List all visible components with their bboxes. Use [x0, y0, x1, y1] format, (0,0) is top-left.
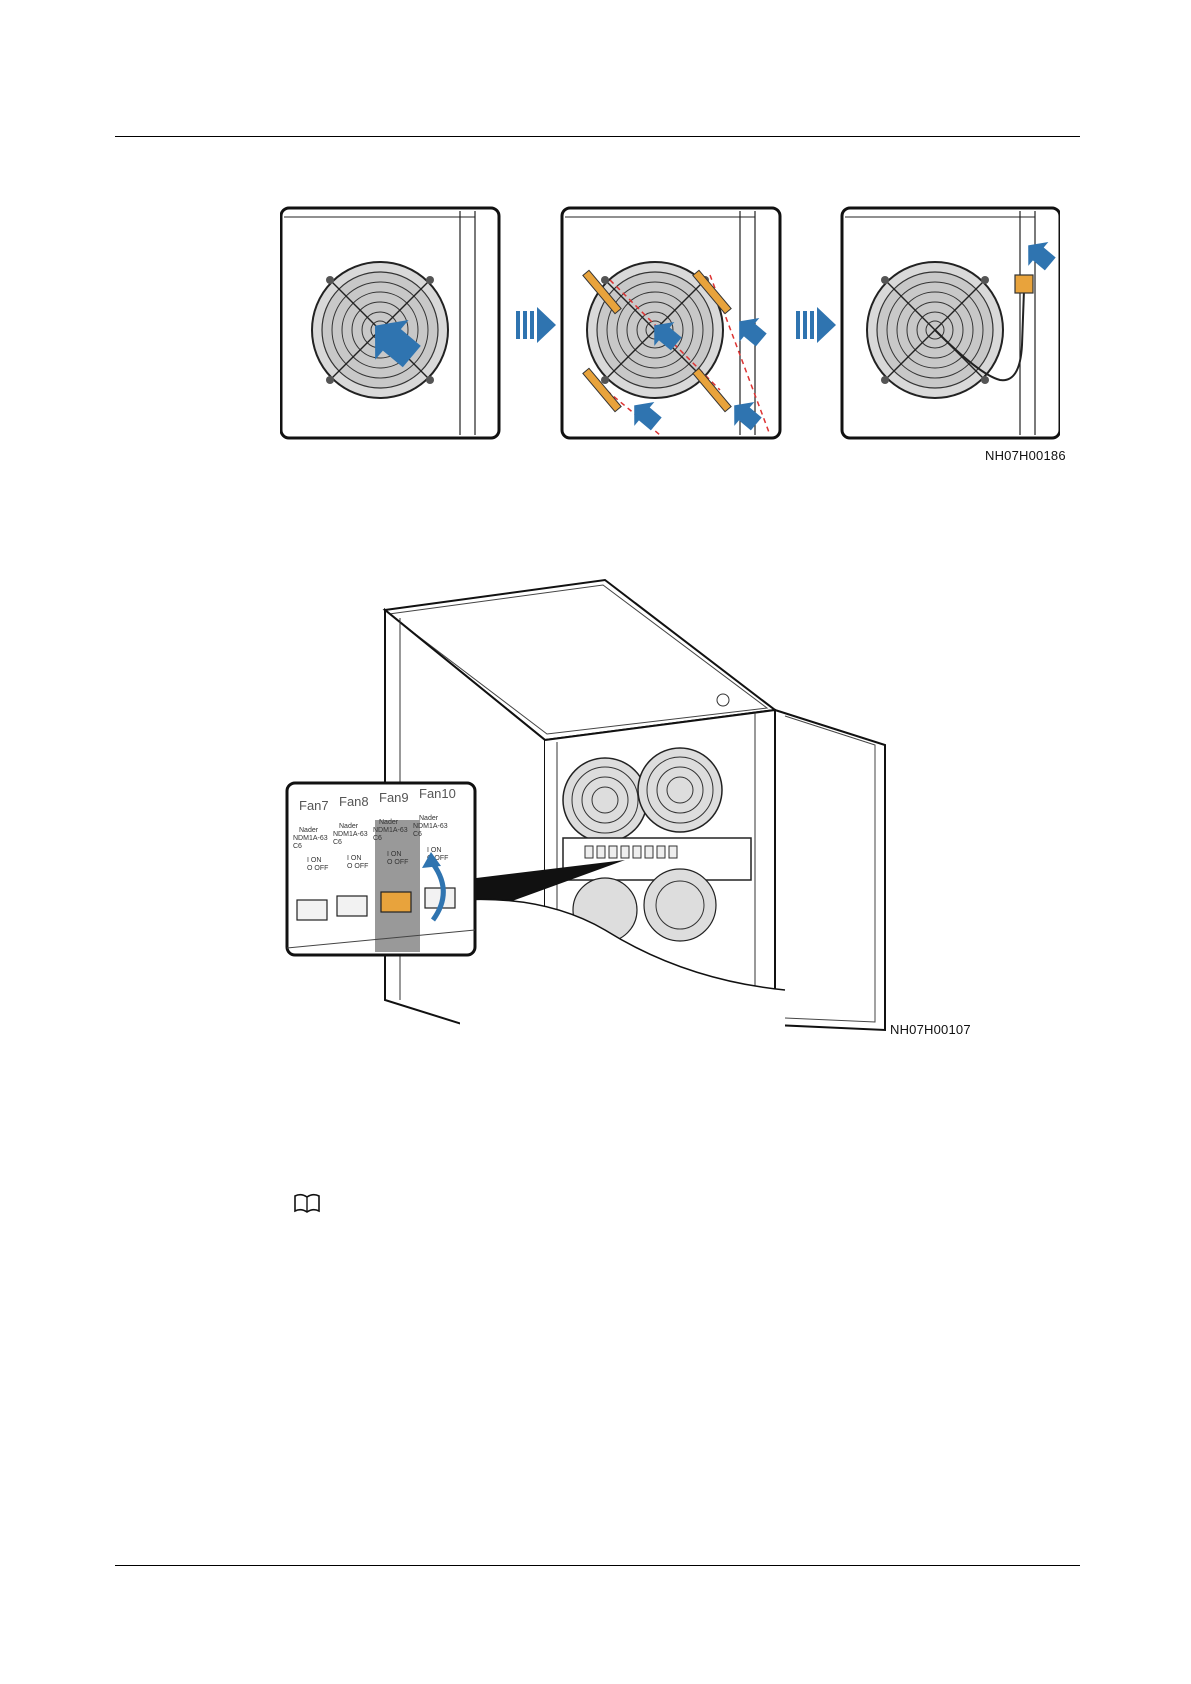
- figure-code-1: NH07H00186: [985, 448, 1066, 463]
- breaker-model-3: NDM1A-63: [373, 827, 408, 834]
- on-label-3: I ON: [387, 851, 401, 858]
- book-icon: [292, 1192, 322, 1214]
- breaker-label-fan9: Fan9: [379, 790, 409, 805]
- fan-installation-steps-figure: NH07H00186: [280, 205, 1060, 465]
- fan-steps-illustration: [280, 205, 1060, 465]
- breaker-brand-4: Nader: [419, 815, 439, 822]
- breaker-inset: Fan7 Fan8 Fan9 Fan10 Nader Nader Nader N…: [287, 783, 475, 955]
- breaker-label-fan10: Fan10: [419, 786, 456, 801]
- step-panel-3: [842, 208, 1060, 438]
- breaker-model-4: NDM1A-63: [413, 823, 448, 830]
- step-arrow-2: [796, 307, 836, 343]
- on-label-2: I ON: [347, 855, 361, 862]
- header-rule: [115, 136, 1080, 137]
- step-arrow-1: [516, 307, 556, 343]
- breaker-rating-3: C6: [373, 835, 382, 842]
- cabinet-illustration: Fan7 Fan8 Fan9 Fan10 Nader Nader Nader N…: [285, 570, 965, 1040]
- off-label-3: O OFF: [387, 859, 408, 866]
- breaker-model-2: NDM1A-63: [333, 831, 368, 838]
- on-label-1: I ON: [307, 857, 321, 864]
- breaker-label-fan7: Fan7: [299, 798, 329, 813]
- figure-code-2: NH07H00107: [890, 1022, 971, 1037]
- off-label-2: O OFF: [347, 863, 368, 870]
- breaker-brand-3: Nader: [379, 819, 399, 826]
- breaker-handle-fan9[interactable]: [381, 892, 411, 912]
- breaker-rating-2: C6: [333, 839, 342, 846]
- breaker-label-fan8: Fan8: [339, 794, 369, 809]
- breaker-rating-1: C6: [293, 843, 302, 850]
- breaker-rating-4: C6: [413, 831, 422, 838]
- step-panel-1: [281, 208, 499, 438]
- breaker-model-1: NDM1A-63: [293, 835, 328, 842]
- footer-rule: [115, 1565, 1080, 1566]
- step-panel-2: [562, 208, 780, 438]
- on-label-4: I ON: [427, 847, 441, 854]
- off-label-1: O OFF: [307, 865, 328, 872]
- breaker-brand-2: Nader: [339, 823, 359, 830]
- breaker-brand-1: Nader: [299, 827, 319, 834]
- cabinet-breaker-figure: Fan7 Fan8 Fan9 Fan10 Nader Nader Nader N…: [285, 570, 965, 1040]
